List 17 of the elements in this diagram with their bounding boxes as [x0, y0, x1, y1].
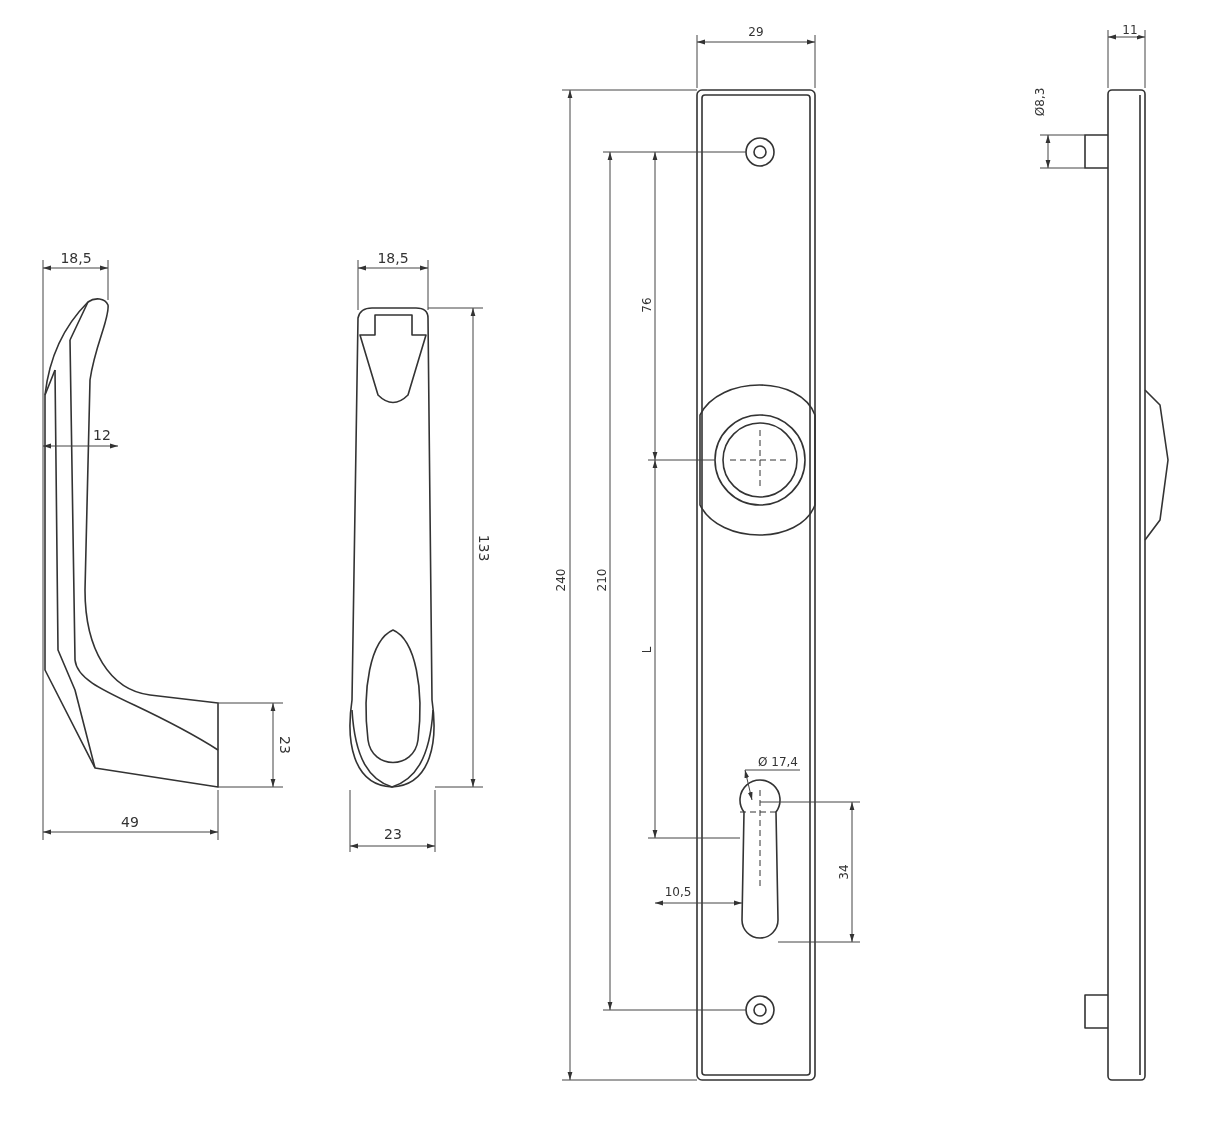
- dimension-label: 240: [555, 567, 567, 593]
- dimension-label: 18,5: [59, 251, 93, 265]
- dimension-label: 10,5: [663, 886, 693, 898]
- dimension-label: 29: [747, 26, 765, 38]
- dimension-label: 12: [92, 428, 112, 442]
- dimension-label: 49: [120, 815, 140, 829]
- dimension-label: 23: [383, 827, 403, 841]
- dimension-label: Ø8,3: [1034, 86, 1046, 118]
- dimension-label: 34: [838, 863, 850, 881]
- dimension-label: 133: [477, 533, 491, 563]
- dimension-label: 18,5: [376, 251, 410, 265]
- dimension-label: 23: [278, 735, 292, 755]
- dimension-label: 11: [1121, 24, 1139, 36]
- dimension-label: 210: [596, 567, 608, 593]
- dimension-label: 76: [641, 296, 653, 314]
- dimension-label: Ø 17,4: [757, 756, 799, 768]
- dimension-label: L: [641, 645, 653, 655]
